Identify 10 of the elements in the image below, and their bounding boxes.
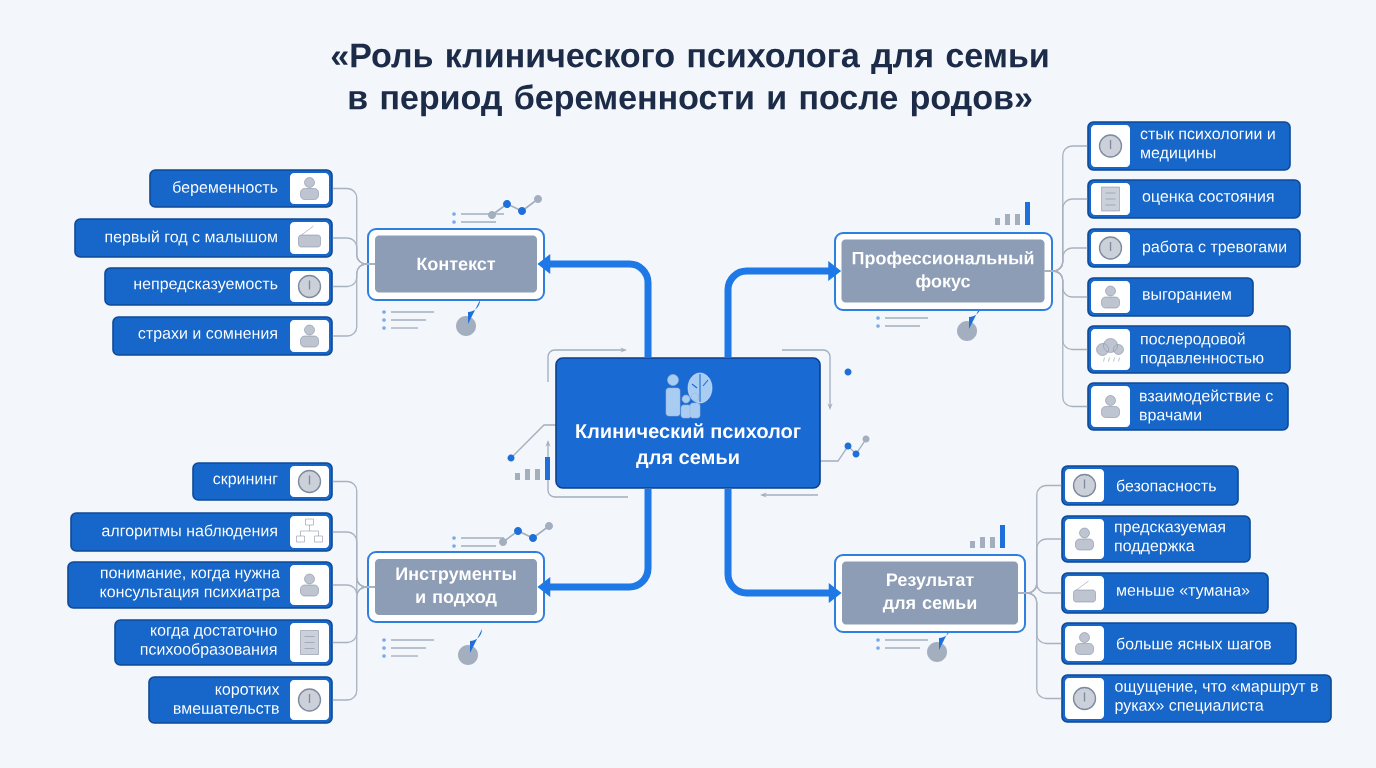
category-box: Контекст <box>367 228 545 301</box>
connector-line <box>1044 270 1088 408</box>
connector-line <box>1017 592 1062 700</box>
central-box: Клинический психолог для семьи <box>555 357 821 489</box>
connector-line <box>332 263 376 337</box>
category-box: Профессиональный фокус <box>834 232 1053 311</box>
category-box: Результат для семьи <box>834 554 1026 633</box>
connector-line <box>332 586 376 701</box>
category-box: Инструменты и подход <box>367 551 545 623</box>
title: «Роль клинического психолога для семьи в период беременности и после родов» <box>331 43 1048 117</box>
